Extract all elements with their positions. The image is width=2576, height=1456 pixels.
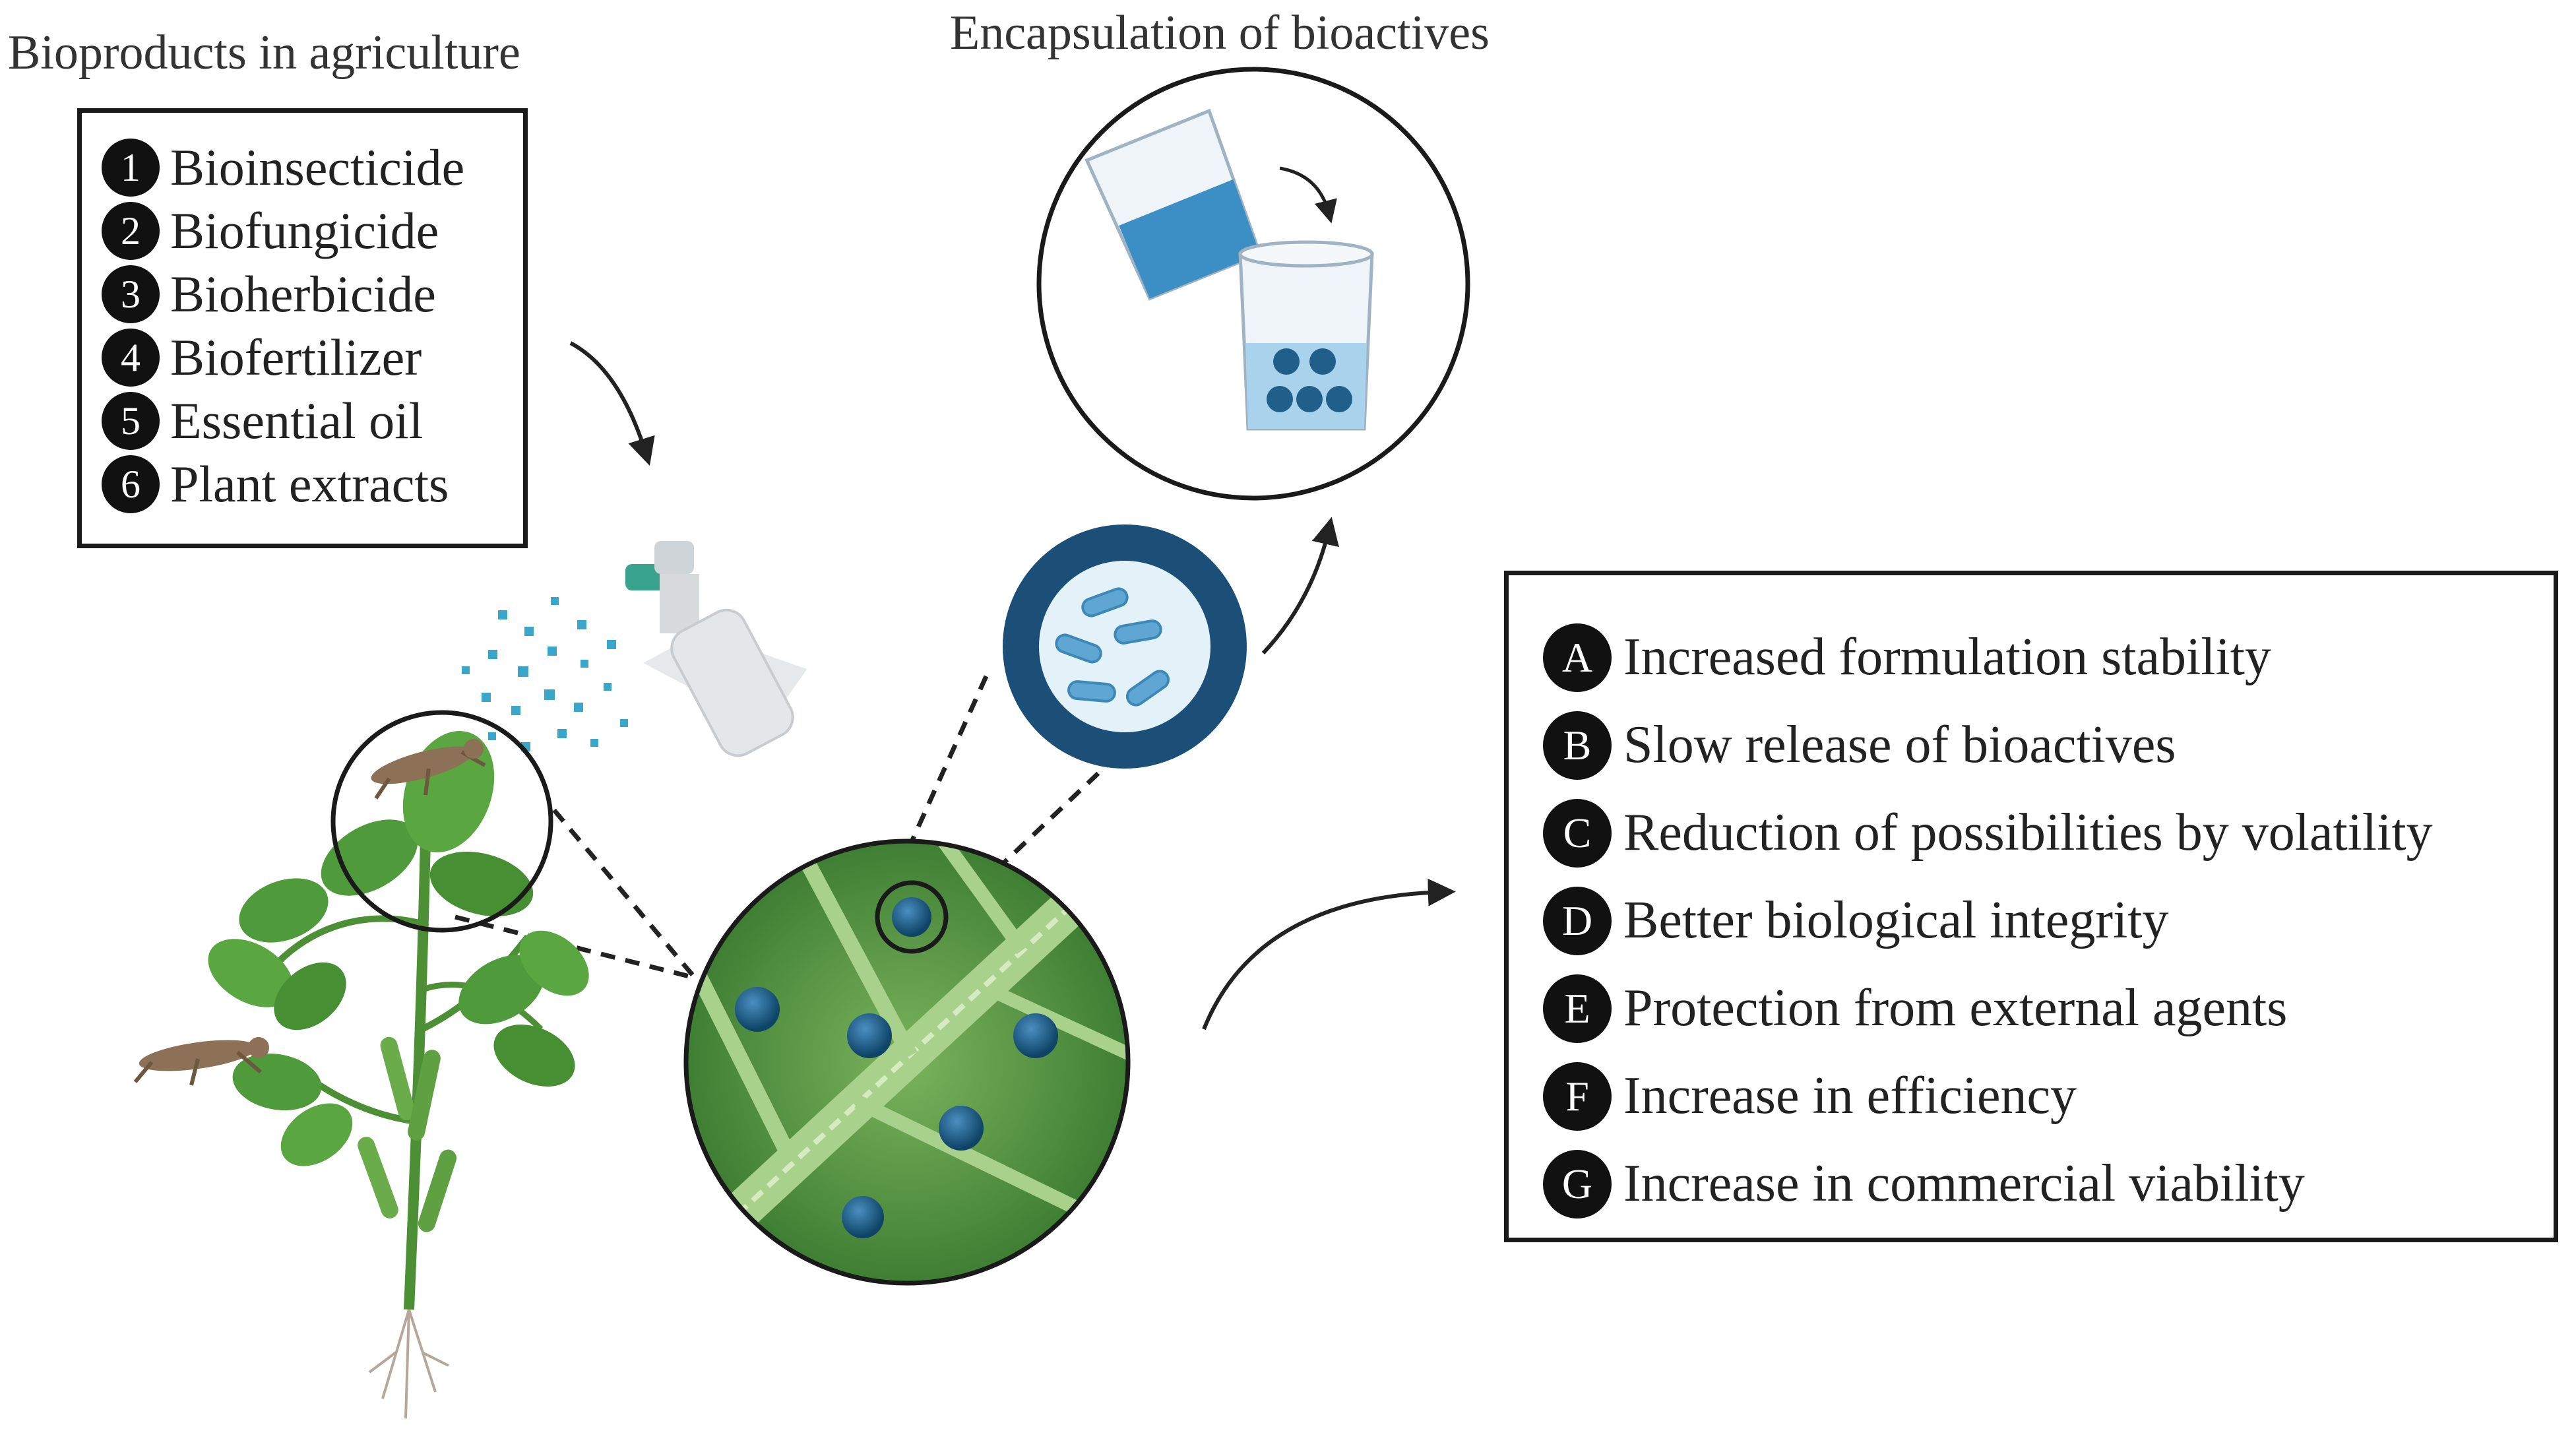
number-badge: 4 [102,329,160,387]
grasshopper-icon [133,1037,269,1086]
arrow-icon [569,341,655,466]
number-badge: 5 [102,392,160,450]
spray-mist [462,597,628,751]
capsule-icon [735,880,1058,1238]
bioproducts-title: Bioproducts in agriculture [8,26,520,80]
number-badge: 6 [102,455,160,513]
plant-magnifier-circle [330,710,553,933]
letter-badge: C [1543,798,1612,868]
encapsulation-title: Encapsulation of bioactives [950,6,1490,60]
list-item-label: Biofungicide [170,202,439,259]
letter-badge: A [1543,623,1612,692]
number-badge: 1 [102,139,160,197]
letter-badge: G [1543,1149,1612,1219]
leaf-surface-zoom [683,839,1131,1286]
list-item-label: Bioinsecticide [170,139,465,196]
arrow-icon [1202,878,1456,1030]
list-item-label: Essential oil [170,392,424,449]
list-item-label: Plant extracts [170,455,449,513]
list-item-label: Increase in commercial viability [1623,1155,2305,1213]
list-item-label: Increased formulation stability [1623,628,2271,686]
capsule-magnifier-circle [875,880,949,954]
beaker-icon [1036,67,1470,501]
grasshopper-icon [371,739,486,800]
letter-badge: B [1543,711,1612,780]
number-badge: 2 [102,202,160,260]
number-badge: 3 [102,265,160,323]
spray-bottle-icon [625,541,807,757]
letter-badge: F [1543,1061,1612,1131]
letter-badge: E [1543,974,1612,1043]
list-item-label: Slow release of bioactives [1623,716,2176,774]
list-item-label: Protection from external agents [1623,979,2288,1037]
list-item-label: Better biological integrity [1623,891,2169,949]
arrow-icon [1261,517,1339,655]
letter-badge: D [1543,886,1612,955]
capsule-cross-section [1003,524,1247,769]
list-item-label: Increase in efficiency [1623,1067,2077,1125]
list-item-label: Reduction of possibilities by volatility [1623,804,2433,862]
list-item-label: Bioherbicide [170,265,436,323]
list-item-label: Biofertilizer [170,329,422,386]
